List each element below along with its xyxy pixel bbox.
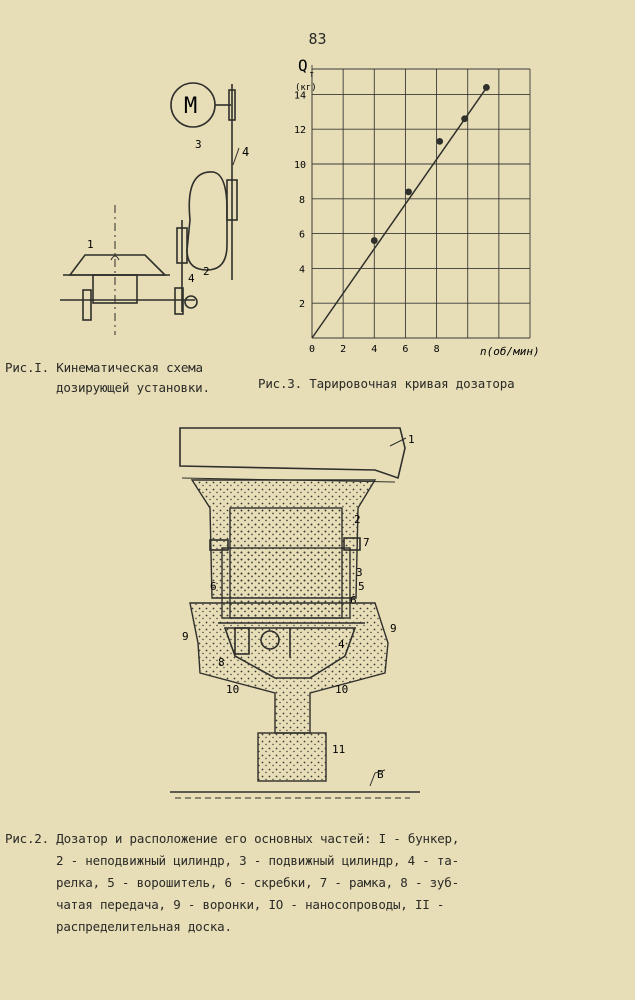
fig2-label-10a: 10	[226, 683, 239, 696]
figure-2-caption-line2: 2 - неподвижный цилиндр, 3 - подвижный ц…	[56, 853, 459, 868]
y-tick-label: 12	[294, 125, 306, 136]
figure-2-caption-line5: распределительная доска.	[56, 919, 232, 934]
figure-2-caption-line1: Рис.2. Дозатор и расположение его основн…	[5, 831, 460, 846]
figure-1-caption-line1: Рис.I. Кинематическая схема	[5, 360, 203, 375]
data-point	[405, 188, 412, 196]
data-point	[370, 237, 378, 244]
fig2-label-5: 5	[358, 580, 365, 593]
y-tick-label: 14	[294, 90, 306, 101]
figure-3-caption: Рис.3. Тарировочная кривая дозатора	[258, 376, 515, 391]
x-tick-label: 2	[340, 344, 346, 355]
fig2-label-9a: 9	[182, 630, 189, 643]
chart-ylabel-sub: т	[309, 70, 314, 80]
figure-2-caption-line3: релка, 5 - ворошитель, 6 - скребки, 7 - …	[56, 875, 459, 890]
bunker-top	[179, 427, 406, 480]
chart-series	[311, 84, 490, 339]
distribution-board	[257, 732, 327, 782]
figure-1-caption-line2: дозирующей установки.	[56, 380, 210, 395]
fig2-label-v: В	[377, 768, 384, 781]
fig2-label-2: 2	[354, 513, 361, 526]
fig1-label-3: 3	[195, 138, 202, 151]
x-tick-label: 6	[402, 344, 408, 355]
fig2-label-7: 7	[363, 536, 370, 549]
figure-2-dispenser: 1 2 7 3 5 6 6 9 9 8 4 10 10 11 В	[170, 427, 420, 799]
chart-tick-labels: 0 2 4 6 8 2 4 6 8 10 12 14	[294, 90, 440, 355]
figure-1-kinematic-scheme: М 3 4 2 1 4	[60, 82, 249, 335]
fig2-label-6b: 6	[350, 594, 357, 607]
x-tick-label: 8	[434, 344, 440, 355]
fig1-label-4a: 4	[242, 145, 249, 159]
chart-xlabel: n(об/мин)	[480, 345, 540, 358]
x-tick-label: 4	[371, 344, 377, 355]
fig2-label-6a: 6	[210, 580, 217, 593]
y-tick-label: 6	[299, 230, 305, 241]
calibration-line	[311, 85, 489, 339]
figure-2-caption-line4: чатая передача, 9 - воронки, IO - наносо…	[56, 897, 445, 912]
fig2-label-8: 8	[218, 656, 225, 669]
chart-ylabel: Q	[298, 56, 308, 75]
fig1-label-1: 1	[87, 238, 94, 251]
y-tick-label: 10	[294, 160, 306, 171]
fig2-label-11: 11	[332, 743, 345, 756]
motor-symbol: М	[184, 94, 197, 119]
chart-yunit: (кг)	[295, 83, 317, 93]
y-tick-label: 4	[299, 264, 305, 275]
y-tick-label: 2	[299, 299, 305, 310]
data-point	[483, 84, 490, 91]
chart-grid	[311, 65, 531, 339]
data-point	[461, 115, 468, 123]
data-point	[436, 137, 444, 145]
fig1-label-4b: 4	[188, 272, 195, 285]
fig2-label-1: 1	[408, 433, 415, 446]
fig2-label-9b: 9	[390, 622, 397, 635]
fig2-label-4: 4	[338, 638, 345, 651]
figure-3-calibration-chart: 0 2 4 6 8 2 4 6 8 10 12 14 Q т (кг) n(об/мин)	[294, 56, 540, 358]
page-number: 83	[308, 30, 327, 48]
fig2-label-10b: 10	[335, 683, 348, 696]
fig1-label-2: 2	[203, 265, 210, 278]
fig2-label-3: 3	[356, 566, 363, 579]
x-tick-label: 0	[309, 344, 315, 355]
y-tick-label: 8	[299, 195, 305, 206]
